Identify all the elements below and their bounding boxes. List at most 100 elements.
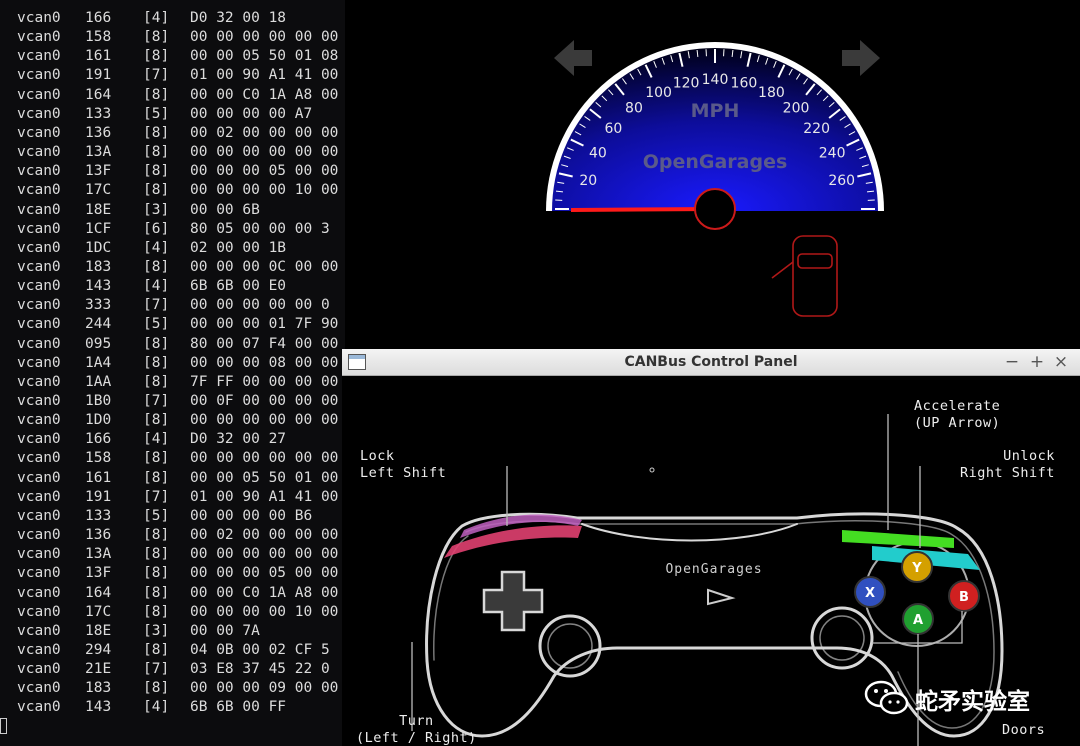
speed-tick <box>584 116 591 121</box>
speed-tick <box>839 116 846 121</box>
candump-payload: 02 00 00 1B <box>190 239 287 256</box>
speed-tick <box>670 55 674 63</box>
speed-tick-label: 100 <box>645 85 672 101</box>
speed-tick <box>608 89 614 96</box>
candump-payload: 00 00 00 00 00 00 <box>190 546 339 563</box>
speed-needle <box>570 207 716 212</box>
speed-tick <box>848 131 856 136</box>
speed-tick <box>579 123 586 129</box>
candump-can-id: 143 <box>85 278 112 295</box>
candump-can-id: 158 <box>85 29 112 46</box>
candump-payload: 00 00 C0 1A A8 00 <box>190 86 339 103</box>
candump-iface: vcan0 <box>17 124 61 141</box>
candump-payload: 00 00 00 00 00 00 <box>190 450 339 467</box>
control-panel-body[interactable]: Y X B A OpenGarages Lock Left S <box>342 376 1080 746</box>
speed-tick <box>731 49 734 58</box>
speed-tick <box>557 181 565 184</box>
close-button[interactable]: × <box>1053 352 1069 372</box>
candump-can-id: 161 <box>85 469 112 486</box>
maximize-button[interactable]: + <box>1029 352 1045 372</box>
candump-iface: vcan0 <box>17 373 61 390</box>
candump-can-id: 136 <box>85 124 112 141</box>
speed-tick <box>795 73 801 80</box>
speed-tick-label: 60 <box>604 121 622 137</box>
speed-tick <box>601 95 608 102</box>
dial-brand-label: OpenGarages <box>643 151 788 173</box>
candump-iface: vcan0 <box>17 163 61 180</box>
candump-payload: 00 00 05 50 01 00 <box>190 469 339 486</box>
candump-payload: 00 00 00 00 B6 <box>190 507 313 524</box>
candump-can-id: 17C <box>85 603 112 620</box>
candump-can-id: 1DC <box>85 239 112 256</box>
candump-can-id: 13A <box>85 546 112 563</box>
candump-dlc: [8] <box>143 144 170 161</box>
candump-payload: 00 00 00 05 00 00 <box>190 565 339 582</box>
candump-iface: vcan0 <box>17 565 61 582</box>
candump-can-id: 333 <box>85 297 112 314</box>
candump-can-id: 158 <box>85 450 112 467</box>
candump-can-id: 133 <box>85 507 112 524</box>
candump-dlc: [8] <box>143 450 170 467</box>
face-buttons: Y X B A <box>854 551 980 635</box>
needle-hub <box>694 188 736 230</box>
speed-tick <box>629 73 635 80</box>
candump-dlc: [8] <box>143 335 170 352</box>
candump-iface: vcan0 <box>17 29 61 46</box>
speed-tick <box>566 147 574 151</box>
candump-dlc: [8] <box>143 565 170 582</box>
minimize-button[interactable]: − <box>1004 352 1020 372</box>
accelerate-label: Accelerate (UP Arrow) <box>914 398 1001 431</box>
speed-tick-label: 240 <box>819 146 846 162</box>
candump-can-id: 191 <box>85 67 112 84</box>
candump-can-id: 1A4 <box>85 354 112 371</box>
speed-tick-label: 160 <box>731 75 758 91</box>
speed-tick <box>563 155 571 159</box>
terminal-cursor <box>0 718 7 734</box>
candump-dlc: [4] <box>143 699 170 716</box>
window-titlebar[interactable]: CANBus Control Panel − + × <box>342 349 1080 376</box>
candump-can-id: 166 <box>85 431 112 448</box>
candump-dlc: [8] <box>143 603 170 620</box>
candump-payload: 01 00 90 A1 41 00 <box>190 67 339 84</box>
candump-dlc: [4] <box>143 431 170 448</box>
speed-tick <box>773 60 777 68</box>
candump-iface: vcan0 <box>17 469 61 486</box>
lock-label: Lock Left Shift <box>360 448 447 481</box>
candump-can-id: 17C <box>85 182 112 199</box>
candump-can-id: 183 <box>85 680 112 697</box>
candump-iface: vcan0 <box>17 67 61 84</box>
speed-tick <box>637 68 642 76</box>
candump-can-id: 1AA <box>85 373 112 390</box>
candump-dlc: [8] <box>143 163 170 180</box>
candump-payload: 00 00 00 00 10 00 <box>190 182 339 199</box>
candump-payload: 04 0B 00 02 CF 5 <box>190 641 330 658</box>
speed-tick <box>816 89 822 96</box>
candump-payload: 00 00 05 50 01 08 <box>190 48 339 65</box>
candump-iface: vcan0 <box>17 393 61 409</box>
candump-payload: 7F FF 00 00 00 00 <box>190 373 339 390</box>
candump-payload: 00 00 00 0C 00 00 <box>190 258 339 275</box>
candump-iface: vcan0 <box>17 220 61 237</box>
candump-iface: vcan0 <box>17 507 61 524</box>
candump-can-id: 244 <box>85 316 112 333</box>
canbus-control-panel-window[interactable]: CANBus Control Panel − + × <box>342 349 1080 746</box>
doors-label: Doors <box>1002 722 1046 738</box>
candump-dlc: [6] <box>143 220 170 237</box>
speed-tick <box>595 102 602 108</box>
speed-tick <box>622 78 627 85</box>
candump-iface: vcan0 <box>17 354 61 371</box>
speed-tick-label: 180 <box>758 85 785 101</box>
candump-payload: 6B 6B 00 FF <box>190 699 287 716</box>
candump-dlc: [8] <box>143 412 170 429</box>
candump-iface: vcan0 <box>17 86 61 103</box>
candump-dlc: [8] <box>143 258 170 275</box>
candump-dlc: [7] <box>143 67 170 84</box>
b-button-label: B <box>959 590 969 605</box>
speed-tick <box>861 164 869 168</box>
candump-iface: vcan0 <box>17 412 61 429</box>
candump-payload: 00 00 00 00 A7 <box>190 105 313 122</box>
candump-can-id: 183 <box>85 258 112 275</box>
candump-iface: vcan0 <box>17 488 61 505</box>
candump-iface: vcan0 <box>17 182 61 199</box>
